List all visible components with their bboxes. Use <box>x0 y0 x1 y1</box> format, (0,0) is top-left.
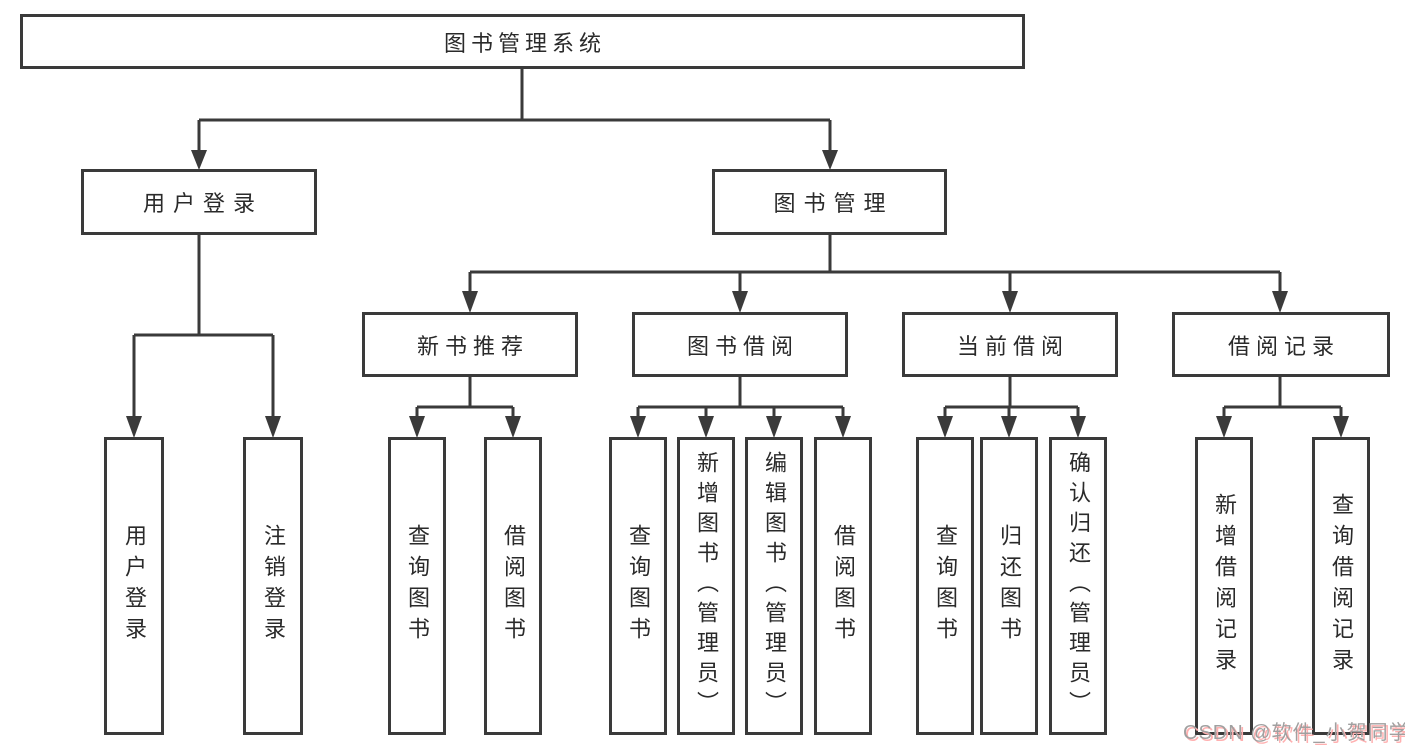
node-book-borrowing: 图书借阅 <box>632 312 848 377</box>
leaf-add-borrow-record: 新增借阅记录 <box>1195 437 1253 735</box>
leaf-recommend-borrow-books: 借阅图书 <box>484 437 542 735</box>
leaf-edit-books-admin: 编辑图书（管理员） <box>745 437 803 735</box>
leaf-current-query-books: 查询图书 <box>916 437 974 735</box>
leaf-recommend-query-books: 查询图书 <box>388 437 446 735</box>
node-borrowing-records: 借阅记录 <box>1172 312 1390 377</box>
connector-current-borrow-to-children <box>937 377 1086 438</box>
leaf-query-borrow-record: 查询借阅记录 <box>1312 437 1370 735</box>
connector-user-login-to-children <box>126 235 281 438</box>
leaf-logout: 注销登录 <box>243 437 303 735</box>
connector-book-borrow-to-children <box>630 377 851 438</box>
csdn-watermark: CSDN @软件_小贺同学 <box>1183 722 1405 744</box>
node-book-management-branch: 图书管理 <box>712 169 947 235</box>
node-library-management-system: 图书管理系统 <box>20 14 1025 69</box>
leaf-confirm-return-admin: 确认归还（管理员） <box>1049 437 1107 735</box>
node-new-book-recommendation: 新书推荐 <box>362 312 578 377</box>
connector-book-management-to-sections <box>462 235 1288 313</box>
node-user-login-branch: 用户登录 <box>81 169 317 235</box>
leaf-borrow-query-books: 查询图书 <box>609 437 667 735</box>
leaf-add-books-admin: 新增图书（管理员） <box>677 437 735 735</box>
connector-borrow-records-to-children <box>1216 377 1349 438</box>
connector-root-to-level2 <box>191 69 838 170</box>
leaf-return-books: 归还图书 <box>980 437 1038 735</box>
leaf-user-login: 用户登录 <box>104 437 164 735</box>
leaf-borrow-books: 借阅图书 <box>814 437 872 735</box>
connector-new-book-to-children <box>409 377 521 438</box>
node-current-borrowing: 当前借阅 <box>902 312 1118 377</box>
